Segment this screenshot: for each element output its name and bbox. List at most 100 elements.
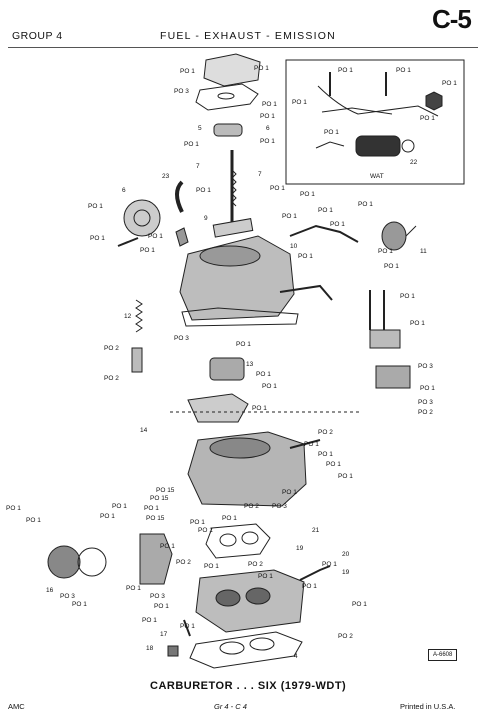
callout-17: 17 xyxy=(160,631,168,638)
callout-po1-ai: PO 1 xyxy=(6,505,21,512)
callout-10: 10 xyxy=(290,243,298,250)
group-label: GROUP 4 xyxy=(12,30,63,42)
callout-po1-ao: PO 1 xyxy=(154,603,169,610)
callout-po1-h: PO 1 xyxy=(148,233,163,240)
page-header: GROUP 4 FUEL - EXHAUST - EMISSION C-5 xyxy=(0,0,486,60)
callout-po1-e: PO 1 xyxy=(196,187,211,194)
footer-right: Printed in U.S.A. xyxy=(400,702,456,711)
callout-po1-i: PO 1 xyxy=(140,247,155,254)
callout-16: 16 xyxy=(46,587,54,594)
flange-gasket-hole-1 xyxy=(219,641,245,655)
vacuum-break-stem xyxy=(405,225,417,237)
callout-po1-ap: PO 1 xyxy=(142,617,157,624)
callout-po2-d: PO 2 xyxy=(338,633,353,640)
callout-po1-d: PO 1 xyxy=(260,138,275,145)
callout-po3-right-b: PO 3 xyxy=(418,399,433,406)
callout-po1-l: PO 1 xyxy=(282,213,297,220)
callout-po1-p: PO 1 xyxy=(298,253,313,260)
inset-solenoid xyxy=(355,135,401,157)
gasket-hole xyxy=(217,92,235,100)
main-body-bore xyxy=(209,437,271,459)
base-gasket-hole-1 xyxy=(219,533,237,547)
callout-po1-ag: PO 1 xyxy=(190,519,205,526)
pump-piston-assembly xyxy=(375,365,411,389)
callout-13: 13 xyxy=(246,361,254,368)
callout-po1-g: PO 1 xyxy=(90,235,105,242)
footer-left: AMC xyxy=(8,702,25,711)
callout-po1-f: PO 1 xyxy=(88,203,103,210)
callout-po3-lower: PO 3 xyxy=(272,503,287,510)
carburetor-exploded-diagram: PO 1 PO 1 PO 3 PO 1 PO 1 5 6 PO 1 PO 1 7… xyxy=(6,53,465,669)
choke-thermostat-center xyxy=(133,209,151,227)
choke-housing-left xyxy=(139,533,173,585)
float-bowl-gasket xyxy=(187,393,249,423)
callout-po1-aa: PO 1 xyxy=(318,451,333,458)
callout-po1-ab: PO 1 xyxy=(326,461,341,468)
callout-14: 14 xyxy=(140,427,148,434)
callout-po1-al: PO 1 xyxy=(100,513,115,520)
flange-gasket-hole-2 xyxy=(249,637,275,651)
callout-po1-ac: PO 1 xyxy=(338,473,353,480)
callout-po2-left-b: PO 2 xyxy=(104,375,119,382)
figure-id: A-6608 xyxy=(428,649,458,661)
callout-po1-b: PO 1 xyxy=(260,113,275,120)
callout-po1-aj: PO 1 xyxy=(26,517,41,524)
callout-po1-y: PO 1 xyxy=(252,405,267,412)
callout-po1-n: PO 1 xyxy=(358,201,373,208)
screw-left xyxy=(117,237,139,247)
callout-po15-c: PO 15 xyxy=(146,515,165,522)
callout-po1-a: PO 1 xyxy=(262,101,277,108)
inset-po1-d: PO 1 xyxy=(292,99,307,106)
callout-21: 21 xyxy=(312,527,320,534)
choke-housing-top xyxy=(203,53,261,87)
header-rule xyxy=(8,47,478,48)
choke-linkage xyxy=(289,224,359,243)
callout-po15-a: PO 15 xyxy=(156,487,175,494)
fast-idle-rod xyxy=(279,284,333,301)
plate-9 xyxy=(212,218,254,238)
callout-po1-q: PO 1 xyxy=(378,248,393,255)
callout-po1-c: PO 1 xyxy=(184,141,199,148)
callout-7-left: 7 xyxy=(196,163,200,170)
callout-po1-at: PO 1 xyxy=(322,561,337,568)
callout-po1-m: PO 1 xyxy=(318,207,333,214)
page-code: C-5 xyxy=(432,4,472,34)
callout-4: 4 xyxy=(294,653,298,660)
callout-po3-b: PO 3 xyxy=(150,593,165,600)
callout-po1-ae: PO 1 xyxy=(144,505,159,512)
inset-po1-a: PO 1 xyxy=(338,67,353,74)
callout-po2-left: PO 2 xyxy=(104,345,119,352)
air-horn-gasket xyxy=(181,307,299,327)
callout-po1-af: PO 1 xyxy=(222,515,237,522)
pump-plunger-body xyxy=(369,329,401,349)
inset-solenoid-end xyxy=(401,139,415,153)
callout-po1-am: PO 1 xyxy=(72,601,87,608)
callout-po1-t: PO 1 xyxy=(410,320,425,327)
choke-cover-16 xyxy=(47,545,81,579)
vacuum-break-11 xyxy=(381,221,407,251)
base-gasket-top xyxy=(205,523,271,559)
top-gasket xyxy=(195,83,259,111)
callout-po1-ar: PO 1 xyxy=(204,563,219,570)
callout-po1-o: PO 1 xyxy=(330,221,345,228)
pump-rods-right xyxy=(369,290,385,330)
inset-linkage xyxy=(317,85,439,117)
inset-nut xyxy=(425,91,443,111)
choke-thermostat-6 xyxy=(123,199,161,237)
callout-po3-mid: PO 3 xyxy=(174,335,189,342)
metering-rod xyxy=(131,347,143,373)
callout-po1-w: PO 1 xyxy=(256,371,271,378)
callout-9: 9 xyxy=(204,215,208,222)
callout-18: 18 xyxy=(146,645,154,652)
throttle-bore-1 xyxy=(215,589,241,607)
footer-center: Gr 4 - C 4 xyxy=(214,702,247,711)
callout-po1-x: PO 1 xyxy=(262,383,277,390)
callout-po1-an: PO 1 xyxy=(126,585,141,592)
inset-box xyxy=(285,59,465,185)
callout-7-right: 7 xyxy=(258,171,262,178)
callout-5: 5 xyxy=(198,125,202,132)
callout-po3-left: PO 3 xyxy=(60,593,75,600)
callout-19-a: 19 xyxy=(296,545,304,552)
callout-top-po1: PO 1 xyxy=(180,68,195,75)
spring-12 xyxy=(135,299,143,333)
